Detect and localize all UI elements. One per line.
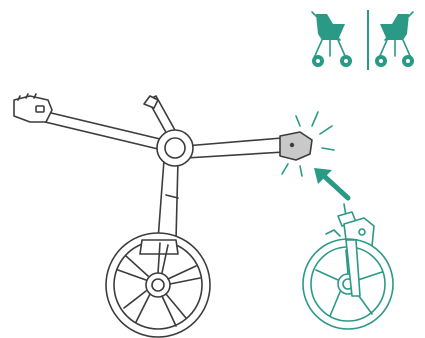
front-wheel-assembly bbox=[302, 203, 394, 330]
stroller-mode-icons bbox=[311, 10, 414, 70]
stroller-rear-facing-icon bbox=[375, 11, 414, 67]
click-burst-icon bbox=[281, 111, 335, 177]
insert-arrow-icon bbox=[314, 168, 351, 201]
handlebar-end bbox=[13, 95, 53, 123]
front-tube bbox=[184, 137, 285, 159]
rear-wheel bbox=[105, 232, 211, 338]
rear-leg bbox=[157, 159, 179, 241]
front-wheel-socket bbox=[279, 131, 313, 161]
stroller-frame bbox=[13, 93, 313, 241]
stroller-forward-facing-icon bbox=[311, 11, 352, 67]
